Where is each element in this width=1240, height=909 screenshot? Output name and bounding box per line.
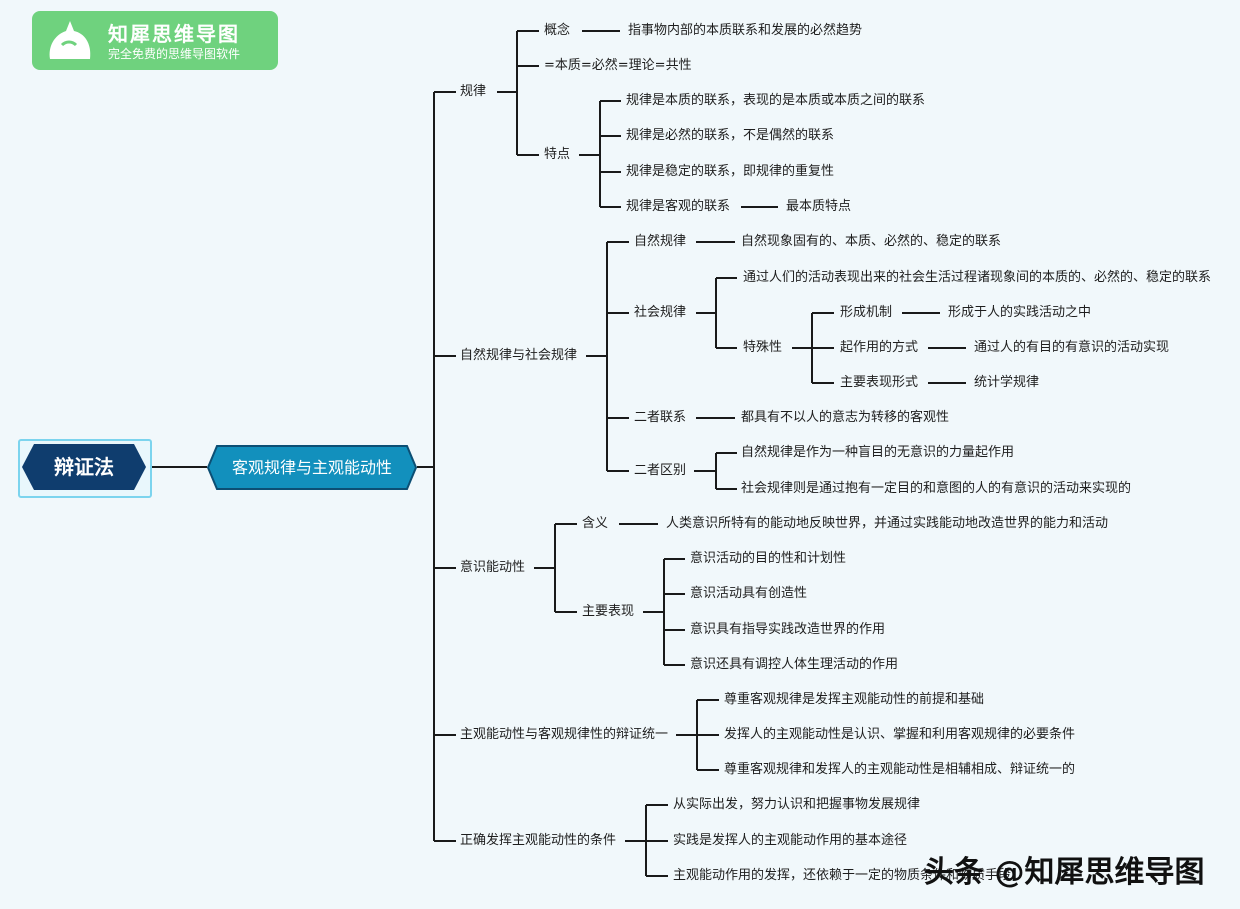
root-node-label[interactable]: 辩证法 xyxy=(54,455,114,479)
manifest-item[interactable]: 意识活动具有创造性 xyxy=(690,586,808,601)
consciousness-meaning-text[interactable]: 人类意识所特有的能动地反映世界，并通过实践能动地改造世界的能力和活动 xyxy=(666,516,1109,531)
branch-natural-social-law[interactable]: 自然规律与社会规律 xyxy=(460,348,578,363)
main-topic-shape xyxy=(207,445,417,490)
manifest-item[interactable]: 意识还具有调控人体生理活动的作用 xyxy=(690,657,899,672)
brand-logo: 知犀思维导图 完全免费的思维导图软件 xyxy=(32,11,278,70)
law-feature-item[interactable]: 规律是本质的联系，表现的是本质或本质之间的联系 xyxy=(626,93,926,108)
rhino-logo-icon xyxy=(49,21,91,59)
manifest-item[interactable]: 意识活动的目的性和计划性 xyxy=(690,551,847,566)
law-feature-item[interactable]: 规律是稳定的联系，即规律的重复性 xyxy=(626,164,835,179)
condition-item[interactable]: 从实际出发，努力认识和把握事物发展规律 xyxy=(673,797,921,812)
laws-relation[interactable]: 二者联系 xyxy=(634,410,687,425)
law-concept-text[interactable]: 指事物内部的本质联系和发展的必然趋势 xyxy=(628,23,863,38)
special-item-label[interactable]: 主要表现形式 xyxy=(840,375,919,390)
branch-law[interactable]: 规律 xyxy=(460,84,487,99)
manifest-item[interactable]: 意识具有指导实践改造世界的作用 xyxy=(690,622,886,637)
condition-item[interactable]: 实践是发挥人的主观能动作用的基本途径 xyxy=(673,833,908,848)
special-item-text[interactable]: 统计学规律 xyxy=(974,375,1040,390)
logo-title: 知犀思维导图 xyxy=(108,22,240,46)
special-item-label[interactable]: 形成机制 xyxy=(840,305,893,320)
condition-item[interactable]: 主观能动作用的发挥，还依赖于一定的物质条件和物质手段 xyxy=(673,868,1012,883)
watermark: 头条 @知犀思维导图 xyxy=(924,855,1205,890)
law-equation[interactable]: =本质=必然=理论=共性 xyxy=(544,58,692,73)
laws-difference[interactable]: 二者区别 xyxy=(634,463,687,478)
consciousness-meaning[interactable]: 含义 xyxy=(582,516,609,531)
special-item-text[interactable]: 通过人的有目的有意识的活动实现 xyxy=(974,340,1170,355)
natural-law-text[interactable]: 自然现象固有的、本质、必然的、稳定的联系 xyxy=(741,234,1002,249)
law-features[interactable]: 特点 xyxy=(544,147,571,162)
consciousness-manifest[interactable]: 主要表现 xyxy=(582,604,635,619)
unity-item[interactable]: 尊重客观规律是发挥主观能动性的前提和基础 xyxy=(724,692,985,707)
branch-conditions[interactable]: 正确发挥主观能动性的条件 xyxy=(460,833,617,848)
law-concept[interactable]: 概念 xyxy=(544,23,571,38)
branch-consciousness[interactable]: 意识能动性 xyxy=(460,560,526,575)
social-law-text[interactable]: 通过人们的活动表现出来的社会生活过程诸现象间的本质的、必然的、稳定的联系 xyxy=(743,270,1212,285)
social-law-special[interactable]: 特殊性 xyxy=(743,340,783,355)
unity-item[interactable]: 发挥人的主观能动性是认识、掌握和利用客观规律的必要条件 xyxy=(724,727,1076,742)
main-topic-label[interactable]: 客观规律与主观能动性 xyxy=(231,458,392,477)
law-feature-item[interactable]: 规律是必然的联系，不是偶然的联系 xyxy=(626,128,835,143)
logo-subtitle: 完全免费的思维导图软件 xyxy=(108,47,241,61)
root-node-shape xyxy=(22,444,146,490)
special-item-label[interactable]: 起作用的方式 xyxy=(840,340,919,355)
natural-law[interactable]: 自然规律 xyxy=(634,234,687,249)
branch-dialectical-unity[interactable]: 主观能动性与客观规律性的辩证统一 xyxy=(460,727,669,742)
unity-item[interactable]: 尊重客观规律和发挥人的主观能动性是相辅相成、辩证统一的 xyxy=(724,762,1076,777)
social-law[interactable]: 社会规律 xyxy=(634,305,687,320)
laws-difference-item[interactable]: 自然规律是作为一种盲目的无意识的力量起作用 xyxy=(741,445,1015,460)
special-item-text[interactable]: 形成于人的实践活动之中 xyxy=(948,305,1092,320)
laws-relation-text[interactable]: 都具有不以人的意志为转移的客观性 xyxy=(741,410,950,425)
laws-difference-item[interactable]: 社会规律则是通过抱有一定目的和意图的人的有意识的活动来实现的 xyxy=(741,481,1132,496)
law-feature-note[interactable]: 最本质特点 xyxy=(786,199,852,214)
law-feature-item[interactable]: 规律是客观的联系 xyxy=(626,199,731,214)
